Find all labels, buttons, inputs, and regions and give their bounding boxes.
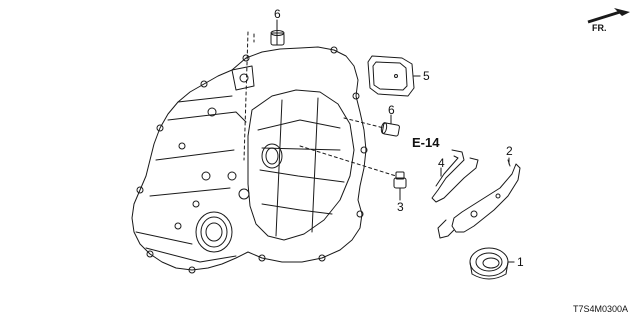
- guide-line-upper-pin: [243, 31, 255, 161]
- dowel-pin-upper: [270, 22, 285, 46]
- callout-5: 5: [423, 69, 430, 83]
- release-bearing: [469, 247, 515, 280]
- callout-3: 3: [397, 200, 404, 214]
- front-orientation-label: FR.: [592, 23, 607, 33]
- callout-2: 2: [506, 144, 513, 158]
- cover-plate: [367, 55, 421, 97]
- front-arrow-icon: [587, 8, 630, 24]
- callout-4: 4: [438, 156, 445, 170]
- diagram-code: T7S4M0300A: [573, 304, 629, 314]
- callout-6-middle: 6: [388, 103, 395, 117]
- callout-1: 1: [517, 255, 524, 269]
- clutch-housing: [131, 46, 368, 274]
- release-fork: [437, 159, 521, 239]
- breather-bolt: [299, 145, 407, 199]
- reference-e14: E-14: [412, 135, 440, 150]
- callout-6-upper: 6: [274, 7, 281, 21]
